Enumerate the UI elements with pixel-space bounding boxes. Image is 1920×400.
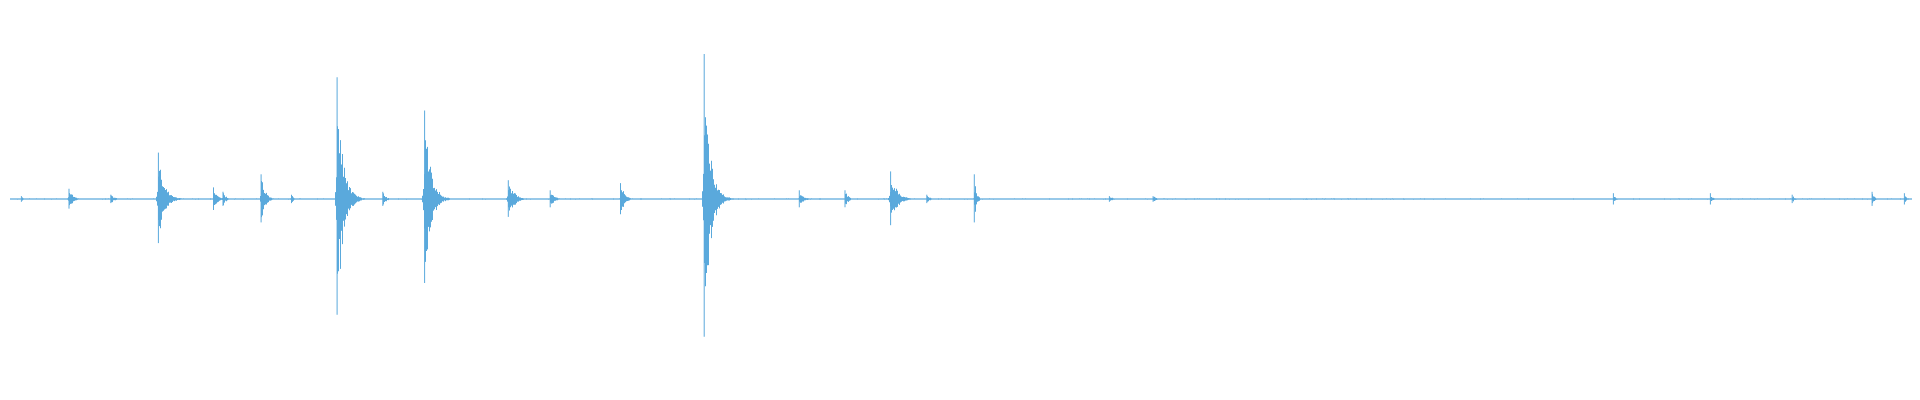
waveform-events — [20, 54, 1905, 337]
waveform-envelope — [10, 117, 1912, 287]
waveform-samples — [10, 117, 1912, 287]
